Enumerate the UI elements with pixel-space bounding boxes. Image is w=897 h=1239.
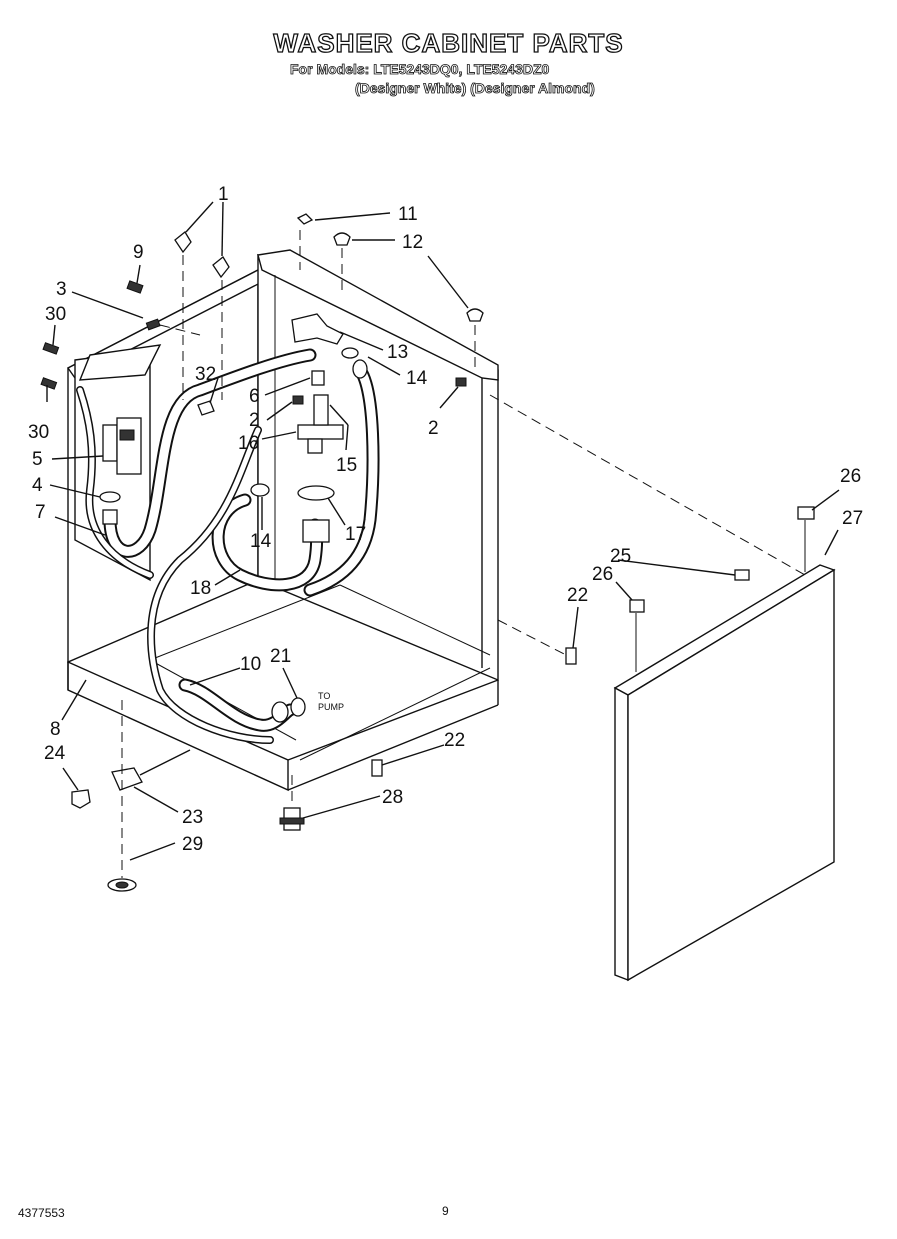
colors-line: (Designer White) (Designer Almond) bbox=[355, 80, 596, 97]
clamp-4 bbox=[99, 491, 121, 503]
callout-26a: 26 bbox=[840, 466, 861, 487]
clamp-14a bbox=[341, 347, 359, 359]
callout-30a: 30 bbox=[45, 304, 66, 325]
callout-16: 16 bbox=[238, 433, 259, 454]
callout-15: 15 bbox=[336, 455, 357, 476]
callout-30b: 30 bbox=[28, 422, 49, 443]
callout-17: 17 bbox=[345, 524, 366, 545]
bracket-24 bbox=[71, 789, 91, 809]
front-panel-27 bbox=[613, 564, 836, 982]
to-pump-label-1: TO bbox=[318, 691, 330, 701]
hose-clamp-1b bbox=[212, 256, 230, 279]
clip-22b bbox=[371, 759, 383, 777]
clip-25 bbox=[734, 569, 750, 581]
leader-lines bbox=[46, 201, 840, 861]
parts bbox=[40, 213, 815, 892]
callout-2b: 2 bbox=[428, 418, 439, 439]
valve-16 bbox=[297, 424, 344, 440]
callout-22b: 22 bbox=[444, 730, 465, 751]
callout-12: 12 bbox=[402, 232, 423, 253]
screw-2b bbox=[455, 377, 467, 387]
hose-clamp-1a bbox=[174, 231, 192, 254]
to-pump-label-2: PUMP bbox=[318, 702, 344, 712]
plug-12b bbox=[466, 308, 484, 322]
callout-8: 8 bbox=[50, 719, 61, 740]
callout-28: 28 bbox=[382, 787, 403, 808]
callout-21: 21 bbox=[270, 646, 291, 667]
callout-7: 7 bbox=[35, 502, 46, 523]
screw-3 bbox=[145, 318, 161, 331]
screw-30b bbox=[40, 377, 58, 390]
page-number: 9 bbox=[442, 1204, 449, 1218]
callout-4: 4 bbox=[32, 475, 43, 496]
ring-17 bbox=[297, 485, 335, 501]
cabinet-top-right-rail bbox=[257, 249, 499, 381]
callout-9: 9 bbox=[133, 242, 144, 263]
callout-14b: 14 bbox=[250, 531, 272, 552]
callout-32: 32 bbox=[195, 364, 216, 385]
fitting-6 bbox=[311, 370, 325, 386]
elbow-fitting-13 bbox=[291, 313, 344, 345]
models-line: For Models: LTE5243DQ0, LTE5243DZ0 bbox=[290, 61, 550, 78]
leg-bracket-23 bbox=[111, 767, 143, 791]
callout-24: 24 bbox=[44, 743, 66, 764]
clip-26a bbox=[797, 506, 815, 520]
callout-27: 27 bbox=[842, 508, 863, 529]
plug-12a bbox=[333, 232, 351, 246]
callout-13: 13 bbox=[387, 342, 408, 363]
screw-30a bbox=[42, 342, 60, 355]
clip-11 bbox=[296, 213, 314, 225]
callout-29: 29 bbox=[182, 834, 203, 855]
callout-14a: 14 bbox=[406, 368, 428, 389]
screw-2a bbox=[292, 395, 304, 405]
clamp-14b bbox=[250, 483, 270, 497]
page-title: WASHER CABINET PARTS bbox=[273, 27, 624, 58]
callout-23: 23 bbox=[182, 807, 203, 828]
callout-2a: 2 bbox=[249, 410, 260, 431]
callout-10: 10 bbox=[240, 654, 261, 675]
clip-32 bbox=[197, 400, 215, 416]
callout-18: 18 bbox=[190, 578, 211, 599]
callout-11: 11 bbox=[398, 204, 418, 225]
callout-3: 3 bbox=[56, 279, 67, 300]
water-valve-5 bbox=[102, 424, 118, 462]
callout-26b: 26 bbox=[592, 564, 613, 585]
callout-22a: 22 bbox=[567, 585, 588, 606]
fitting-7 bbox=[102, 509, 118, 525]
clip-26b bbox=[629, 599, 645, 613]
callout-1: 1 bbox=[218, 184, 229, 205]
callout-6: 6 bbox=[249, 386, 260, 407]
clip-22a bbox=[565, 647, 577, 665]
screw-9 bbox=[126, 280, 144, 294]
document-number: 4377553 bbox=[18, 1206, 65, 1220]
callout-25: 25 bbox=[610, 546, 631, 567]
callout-5: 5 bbox=[32, 449, 43, 470]
clamp-21 bbox=[290, 697, 306, 717]
